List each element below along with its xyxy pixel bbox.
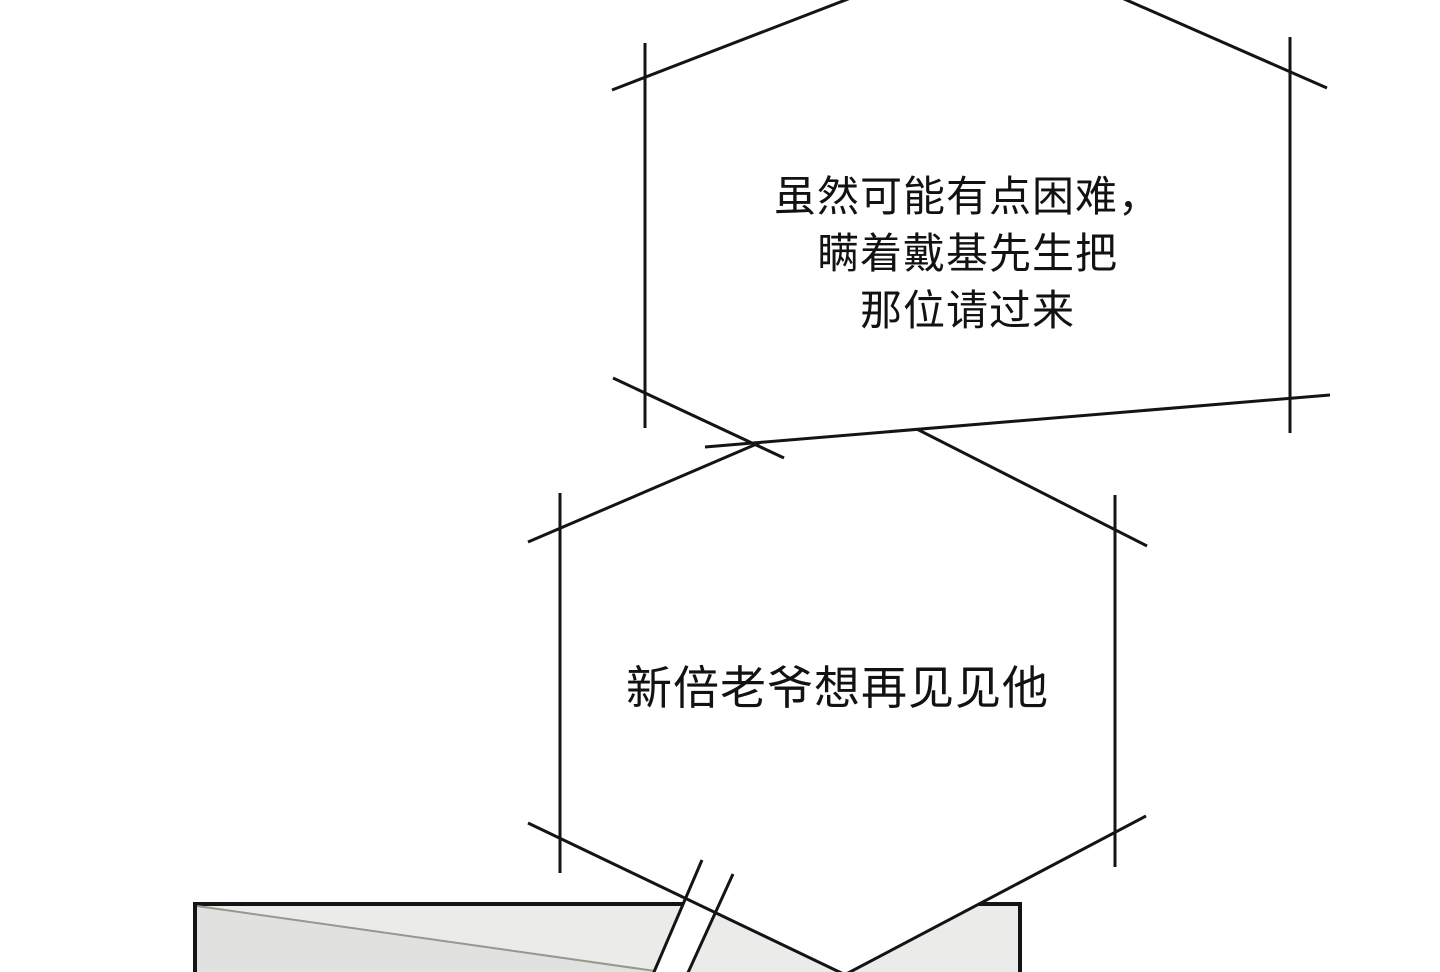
bubble-top-dialogue: 虽然可能有点困难， 瞒着戴基先生把 那位请过来 (645, 168, 1290, 339)
dialogue-line: 瞒着戴基先生把 (816, 230, 1118, 277)
panel-shading-line (196, 905, 663, 972)
dialogue-line: 新倍老爷想再见见他 (626, 662, 1049, 714)
speech-bubble-bottom-fill (560, 400, 1115, 972)
speech-bubble-top-fill (645, 0, 1290, 443)
speech-bubble-tail (652, 859, 735, 972)
speech-bubble-top (611, 0, 1331, 460)
bubble-bottom-dialogue: 新倍老爷想再见见他 (560, 658, 1115, 718)
dialogue-line: 那位请过来 (859, 287, 1075, 334)
dialogue-line: 虽然可能有点困难， (773, 173, 1161, 220)
